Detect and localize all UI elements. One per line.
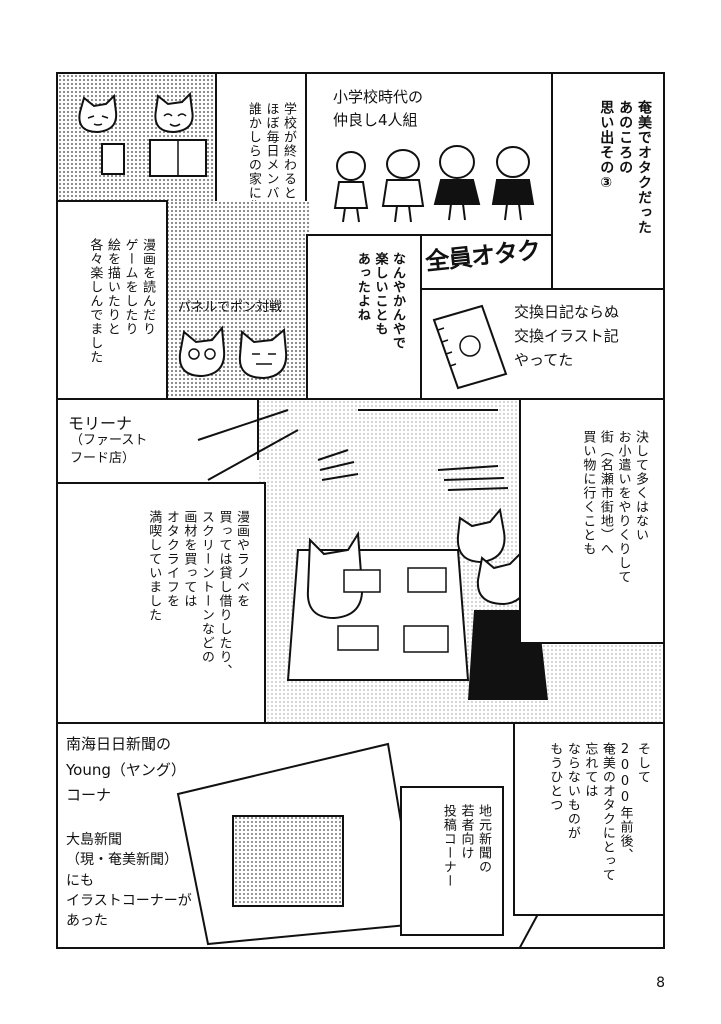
friends-caption: 小学校時代の 仲良し4人組 (333, 88, 424, 129)
submission-text: 地元新聞の 若者向け 投稿コーナー (440, 804, 491, 888)
panel-fun-text: なんやかんやで 楽しいことも あったよね (306, 234, 422, 400)
exchange-diary-caption: 交換日記ならぬ 交換イラスト記 やってた (514, 303, 620, 369)
nankai-caption: 南海日日新聞の Young（ヤング） コーナ (66, 735, 186, 804)
chapter-title: 奄美でオタクだった あのころの 思い出その③ (598, 100, 652, 235)
panel-otaku-life-text: 漫画やラノベを 買っては貸し借りしたり、 スクリーントーンなどの 画材を買っては… (56, 482, 266, 724)
panel-activities-text: 漫画を読んだり ゲームをしたり 絵を描いたりと 各々楽しんでました (56, 200, 168, 400)
fun-text: なんやかんやで 楽しいことも あったよね (354, 252, 405, 350)
panel-de-pon-caption: パネルでポン対戦 (178, 300, 283, 315)
panel-and-then-text: そして 2000年前後、 奄美のオタクにとって 忘れては ならないものが もうひ… (513, 722, 665, 916)
four-friends-illustration (333, 145, 535, 223)
panel-exchange-diary: 交換日記ならぬ 交換イラスト記 やってた (420, 288, 665, 400)
activities-text: 漫画を読んだり ゲームをしたり 絵を描いたりと 各々楽しんでました (87, 238, 155, 364)
oshima-caption: 大島新聞 （現・奄美新聞） にも イラストコーナーが あった (66, 832, 192, 930)
and-then-text: そして 2000年前後、 奄美のオタクにとって 忘れては ならないものが もうひ… (547, 742, 650, 882)
diary-notebook-illustration (432, 304, 508, 390)
panel-reading-cats (58, 74, 218, 204)
panel-allowance-text: 決して多くはない お小遣いをやりくりして 街（名瀬市街地）へ 買い物に行くことも (519, 398, 665, 644)
otaku-life-text: 漫画やラノベを 買っては貸し借りしたり、 スクリーントーンなどの 画材を買っては… (146, 510, 249, 678)
morina-shop-name: モリーナ (68, 414, 133, 433)
morina-shop-type: （ファースト フード店） (70, 433, 148, 467)
newspaper-illustration (176, 742, 663, 947)
playing-cats-illustration (178, 325, 288, 380)
allowance-text: 決して多くはない お小遣いをやりくりして 街（名瀬市街地）へ 買い物に行くことも (580, 430, 648, 584)
reading-cats-illustration (78, 91, 207, 177)
page-number: 8 (656, 975, 665, 991)
panel-cats-playing: パネルでポン対戦 (166, 284, 308, 400)
panel-submission-box: 地元新聞の 若者向け 投稿コーナー (400, 786, 504, 936)
panel-title: 奄美でオタクだった あのころの 思い出その③ (551, 72, 665, 290)
panel-four-friends: 小学校時代の 仲良し4人組 (305, 72, 553, 236)
